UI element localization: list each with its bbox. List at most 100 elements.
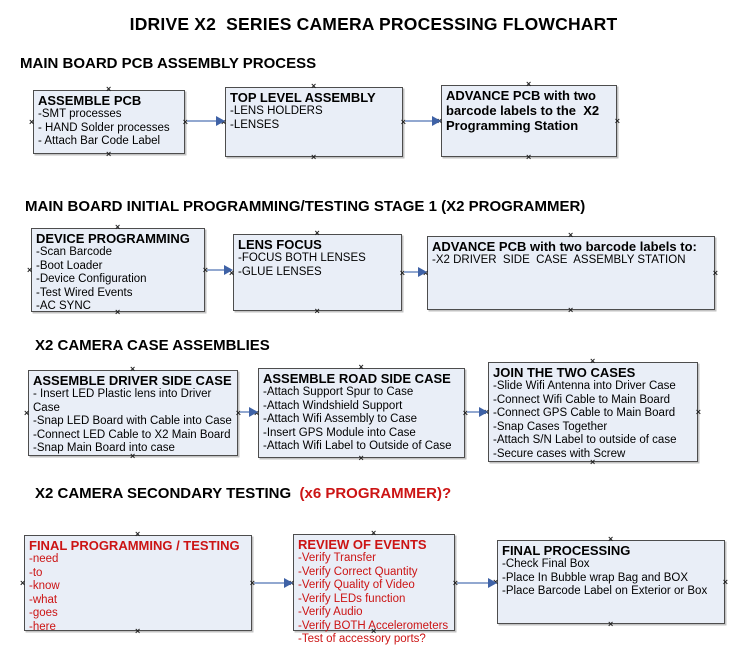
- flow-box-advance-pcb-driver-station: ADVANCE PCB with two barcode labels to: …: [423, 231, 718, 315]
- connection-point-icon: ×: [135, 529, 141, 539]
- connection-point-icon: ×: [106, 149, 112, 159]
- connection-point-icon: ×: [115, 222, 121, 232]
- flow-box-assemble-road-side-case: ASSEMBLE ROAD SIDE CASE -Attach Support …: [254, 363, 468, 463]
- flow-box-review-of-events: REVIEW OF EVENTS -Verify Transfer -Verif…: [289, 529, 458, 646]
- connection-point-icon: ×: [722, 577, 728, 587]
- flow-box-item: -Snap Main Board into case: [33, 442, 175, 454]
- flow-box-item: -Attach S/N Label to outside of case: [493, 434, 677, 446]
- flow-box-item: -Attach Wifi Assembly to Case: [263, 413, 418, 425]
- connection-point-icon: ×: [314, 306, 320, 316]
- flow-box-item: -AC SYNC: [36, 300, 91, 312]
- flow-box-item: -Snap LED Board with Cable into Case: [33, 415, 232, 427]
- flow-box-item: -Verify Quality of Video: [298, 579, 415, 591]
- flow-box-title: ADVANCE PCB with two barcode labels to:: [432, 239, 697, 254]
- flow-box-item: -Verify LEDs function: [298, 592, 406, 605]
- flow-box-advance-pcb-programming-station: ADVANCE PCB with two barcode labels to t…: [437, 80, 620, 162]
- connection-point-icon: ×: [29, 117, 35, 127]
- flow-box-item: -Place Barcode Label on Exterior or Box: [502, 585, 708, 597]
- section-header-secondary-testing: X2 CAMERA SECONDARY TESTING (x6 PROGRAMM…: [35, 485, 451, 502]
- flow-box-item: -need: [29, 553, 59, 565]
- flow-box-item: -Attach Wifi Label to Outside of Case: [263, 440, 452, 452]
- flow-box-item: -Place In Bubble wrap Bag and BOX: [502, 571, 689, 584]
- connection-point-icon: ×: [24, 408, 30, 418]
- flow-box-title: LENS FOCUS: [238, 237, 322, 252]
- flow-box-item: -Insert GPS Module into Case: [263, 426, 416, 439]
- flow-box-item: -Verify Transfer: [298, 552, 376, 564]
- connection-point-icon: ×: [712, 268, 718, 278]
- flow-box-item: -GLUE LENSES: [238, 265, 322, 278]
- flow-box-item: -Verify Correct Quantity: [298, 565, 418, 578]
- flow-box-item: -Verify BOTH Accelerometers: [298, 619, 449, 632]
- flow-box-item: -Check Final Box: [502, 558, 590, 570]
- connection-point-icon: ×: [608, 534, 614, 544]
- flow-box-assemble-driver-side-case: ASSEMBLE DRIVER SIDE CASE - Insert LED P…: [24, 365, 241, 461]
- flow-box-item: -Test Wired Events: [36, 286, 133, 299]
- connection-point-icon: ×: [20, 578, 26, 588]
- connection-point-icon: ×: [526, 79, 532, 89]
- flow-box-item: -Verify Audio: [298, 606, 363, 618]
- flow-box-item: -Test of accessory ports?: [298, 633, 426, 645]
- connection-point-icon: ×: [358, 362, 364, 372]
- flow-box-title: ASSEMBLE DRIVER SIDE CASE: [33, 373, 232, 388]
- connection-point-icon: ×: [568, 230, 574, 240]
- flow-box-item: -Boot Loader: [36, 259, 103, 272]
- flow-box-item: -Secure cases with Screw: [493, 447, 626, 460]
- flow-box-item: - Attach Bar Code Label: [38, 135, 161, 147]
- connection-point-icon: ×: [358, 453, 364, 463]
- connection-point-icon: ×: [311, 152, 317, 162]
- flow-box-item: -X2 DRIVER SIDE CASE ASSEMBLY STATION: [432, 254, 686, 266]
- flow-box-item: -Snap Cases Together: [493, 420, 608, 433]
- section-header-black-part: X2 CAMERA SECONDARY TESTING: [35, 485, 296, 502]
- flow-box-device-programming: DEVICE PROGRAMMING -Scan Barcode -Boot L…: [27, 223, 208, 317]
- flow-box-item: -Attach Windshield Support: [263, 399, 403, 412]
- flow-box-join-the-two-cases: JOIN THE TWO CASES -Slide Wifi Antenna i…: [484, 357, 701, 467]
- flow-box-item: - HAND Solder processes: [38, 121, 170, 134]
- flow-box-final-programming-testing: FINAL PROGRAMMING / TESTING -need -to -k…: [20, 530, 255, 636]
- connection-point-icon: ×: [371, 528, 377, 538]
- flow-box-item: -know: [29, 580, 60, 592]
- flow-box-item: -Attach Support Spur to Case: [263, 386, 414, 398]
- connection-point-icon: ×: [614, 116, 620, 126]
- flow-box-title: FINAL PROGRAMMING / TESTING: [29, 538, 240, 553]
- flow-box-item: -FOCUS BOTH LENSES: [238, 252, 366, 264]
- page-title: IDRIVE X2 SERIES CAMERA PROCESSING FLOWC…: [129, 14, 618, 34]
- flow-box-item: -Device Configuration: [36, 273, 147, 285]
- section-header-initial-programming: MAIN BOARD INITIAL PROGRAMMING/TESTING S…: [25, 198, 586, 215]
- flow-box-item: -Connect Wifi Cable to Main Board: [493, 393, 671, 406]
- connection-point-icon: ×: [608, 619, 614, 629]
- flow-box-item: -Slide Wifi Antenna into Driver Case: [493, 380, 676, 392]
- connection-point-icon: ×: [314, 228, 320, 238]
- flow-box-title: DEVICE PROGRAMMING: [36, 231, 190, 246]
- section-header-pcb-assembly: MAIN BOARD PCB ASSEMBLY PROCESS: [20, 55, 317, 72]
- flow-box-item: - Insert LED Plastic lens into Driver Ca…: [33, 388, 215, 414]
- flow-box-item: -goes: [29, 607, 58, 619]
- connection-point-icon: ×: [590, 356, 596, 366]
- flow-box-top-level-assembly: TOP LEVEL ASSEMBLY -LENS HOLDERS -LENSES…: [221, 82, 406, 162]
- connection-point-icon: ×: [526, 152, 532, 162]
- connection-point-icon: ×: [311, 81, 317, 91]
- flow-box-item: -Connect GPS Cable to Main Board: [493, 407, 676, 419]
- flow-box-item: -LENS HOLDERS: [230, 105, 323, 117]
- section-header-red-part: (x6 PROGRAMMER)?: [295, 485, 452, 502]
- flow-box-title: FINAL PROCESSING: [502, 543, 631, 558]
- flow-box-title: JOIN THE TWO CASES: [493, 365, 636, 380]
- connection-point-icon: ×: [130, 364, 136, 374]
- section-header-case-assemblies: X2 CAMERA CASE ASSEMBLIES: [35, 337, 270, 354]
- connection-point-icon: ×: [106, 84, 112, 94]
- flow-box-lens-focus: LENS FOCUS -FOCUS BOTH LENSES -GLUE LENS…: [229, 229, 405, 316]
- flow-box-item: -LENSES: [230, 118, 280, 131]
- connection-point-icon: ×: [568, 305, 574, 315]
- flow-box-title: TOP LEVEL ASSEMBLY: [230, 90, 376, 105]
- flow-box-item: -to: [29, 566, 43, 579]
- flow-box-title: ASSEMBLE ROAD SIDE CASE: [263, 371, 451, 386]
- flow-box-assemble-pcb: ASSEMBLE PCB -SMT processes - HAND Solde…: [29, 85, 188, 159]
- flow-box-title: ADVANCE PCB with two barcode labels to t…: [446, 88, 603, 133]
- flow-box-item: -here: [29, 620, 56, 633]
- connection-point-icon: ×: [27, 265, 33, 275]
- flow-box-item: -SMT processes: [38, 108, 122, 120]
- flow-box-title: REVIEW OF EVENTS: [298, 537, 427, 552]
- flow-box-item: -Scan Barcode: [36, 246, 113, 258]
- flow-box-item: -what: [29, 593, 58, 606]
- connection-point-icon: ×: [695, 407, 701, 417]
- flow-box-final-processing: FINAL PROCESSING -Check Final Box -Place…: [493, 535, 728, 629]
